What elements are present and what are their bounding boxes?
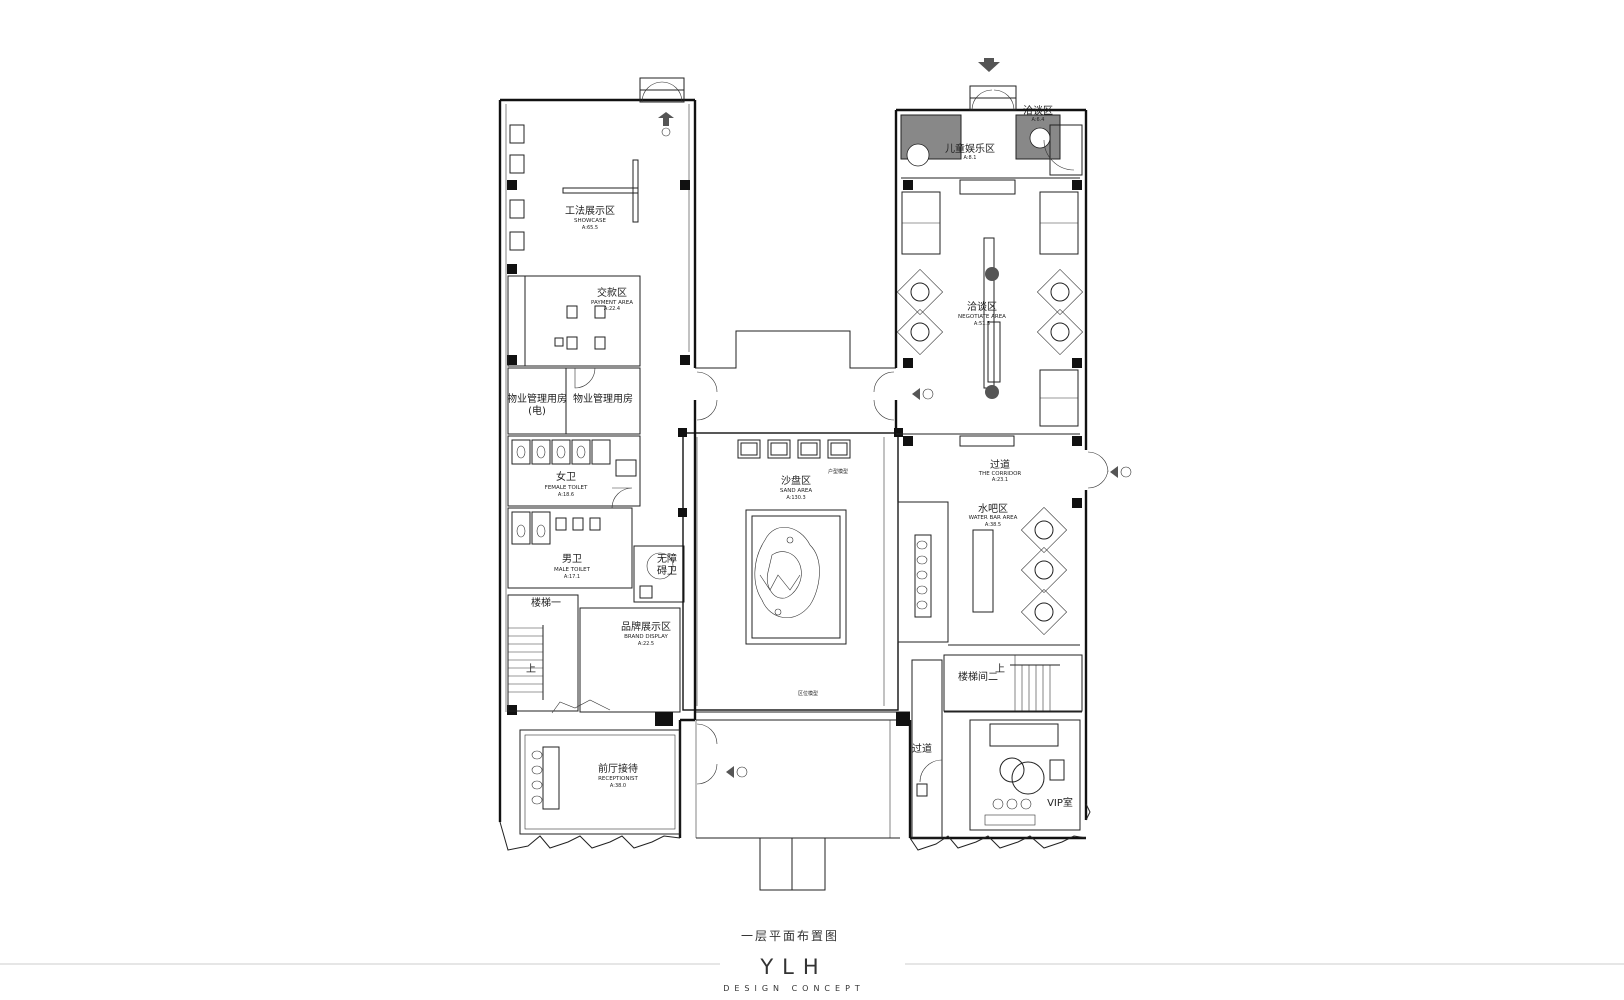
- sand-note1: 户型模型: [828, 468, 848, 475]
- center-hall: [655, 330, 910, 891]
- stair1-up: 上: [526, 663, 536, 675]
- negotiate-area: A:51.5: [974, 321, 990, 327]
- female-area: A:18.6: [558, 492, 574, 498]
- stair2-up: 上: [995, 663, 1005, 675]
- showcase-area: A:65.5: [582, 225, 598, 231]
- kids-cn: 儿童娱乐区: [945, 142, 995, 155]
- brand-tagline: DESIGN CONCEPT: [723, 984, 865, 993]
- sand-note2: 区位模型: [798, 690, 818, 697]
- kids-area: A:8.1: [964, 155, 977, 161]
- brand-en: BRAND DISPLAY: [624, 634, 668, 640]
- mgmt-b-cn: 物业管理用房: [573, 392, 633, 405]
- reception-area: A:38.0: [610, 783, 626, 789]
- sand-area: A:130.3: [786, 495, 805, 501]
- mgmt-a-sub: (电): [528, 404, 546, 417]
- vip-cn: VIP室: [1047, 796, 1073, 809]
- brand-area: A:22.5: [638, 641, 654, 647]
- passage-cn: 过道: [912, 742, 932, 755]
- right-wing: [894, 58, 1132, 851]
- female-cn: 女卫: [556, 470, 576, 483]
- left-wing: [498, 77, 697, 851]
- corridor-area: A:23.1: [992, 477, 1008, 483]
- sand-en: SAND AREA: [780, 488, 813, 494]
- corridor-cn: 过道: [990, 458, 1010, 471]
- male-en: MALE TOILET: [554, 567, 591, 573]
- negotiate-en: NEGOTIATE AREA: [958, 314, 1006, 320]
- showcase-cn: 工法展示区: [565, 204, 615, 217]
- room-labels: 工法展示区 SHOWCASE A:65.5 交款区 PAYMENT AREA A…: [507, 104, 1073, 809]
- title-block: 一层平面布置图 YLH DESIGN CONCEPT: [0, 929, 1624, 993]
- talk-small-cn: 洽谈区: [1023, 104, 1053, 117]
- talk-small-area: A:6.4: [1032, 117, 1045, 123]
- showcase-en: SHOWCASE: [574, 218, 606, 224]
- tables-left: [896, 268, 944, 356]
- negotiate-cn: 洽谈区: [967, 300, 997, 313]
- accessible-cn: 无障: [657, 552, 677, 565]
- stair2-cn: 楼梯间二: [958, 670, 998, 683]
- tables-right: [1036, 268, 1084, 356]
- male-area: A:17.1: [564, 574, 580, 580]
- brand-logo: YLH: [759, 955, 827, 979]
- payment-en: PAYMENT AREA: [591, 300, 633, 306]
- corridor-en: THE CORRIDOR: [978, 471, 1022, 477]
- female-en: FEMALE TOILET: [545, 485, 588, 491]
- accessible-sub: 碍卫: [657, 565, 677, 577]
- waterbar-en: WATER BAR AREA: [969, 515, 1018, 521]
- sand-cn: 沙盘区: [781, 474, 811, 487]
- payment-area: A:22.4: [604, 306, 620, 312]
- mgmt-a-cn: 物业管理用房: [507, 392, 567, 405]
- male-cn: 男卫: [562, 553, 582, 565]
- payment-cn: 交款区: [597, 286, 627, 299]
- drawing-title: 一层平面布置图: [741, 929, 839, 943]
- stair1-cn: 楼梯一: [531, 596, 561, 609]
- reception-en: RECEPTIONIST: [598, 776, 638, 782]
- reception-cn: 前厅接待: [598, 762, 638, 775]
- waterbar-area: A:38.5: [985, 522, 1001, 528]
- waterbar-cn: 水吧区: [978, 503, 1008, 515]
- brand-cn: 品牌展示区: [621, 620, 671, 633]
